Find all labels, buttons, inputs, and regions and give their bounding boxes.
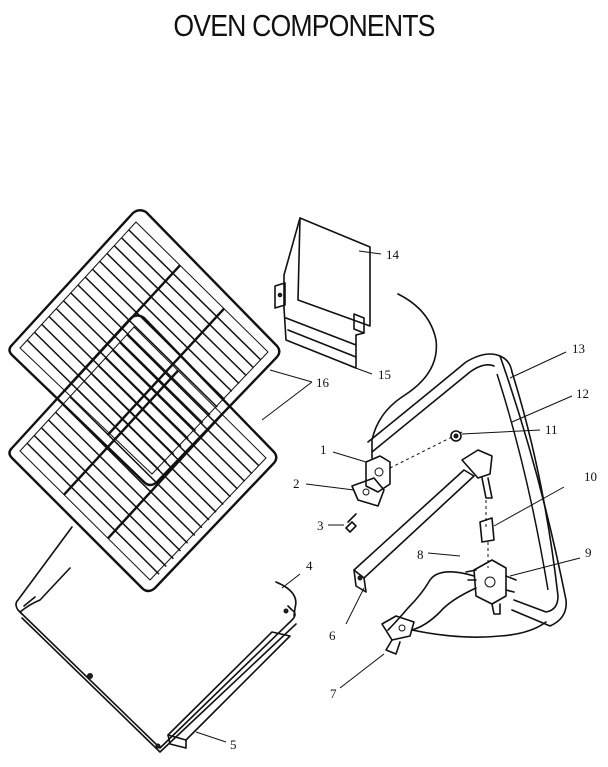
burner-tube	[367, 353, 567, 627]
leader-6	[345, 587, 365, 625]
pan-drawer-slide	[167, 631, 291, 749]
rack-wire	[55, 411, 189, 544]
leader-15	[349, 365, 373, 375]
grommet	[450, 430, 462, 442]
rack-wire	[33, 434, 167, 568]
leader-8	[427, 552, 461, 557]
callout-10: 10	[584, 469, 597, 484]
electrical-box-cover	[274, 217, 371, 334]
leader-10	[493, 486, 565, 527]
oven-rack-upper	[8, 209, 281, 487]
callout-5: 5	[230, 737, 237, 752]
oven-rack-lower	[8, 314, 278, 593]
rack-wire	[47, 419, 182, 552]
rack-wire	[62, 300, 197, 432]
rack-wire	[97, 365, 231, 498]
rack-wire	[77, 284, 211, 416]
rack-wire	[126, 334, 260, 467]
callout-8: 8	[417, 547, 424, 562]
electrical-box-base	[283, 307, 365, 369]
rack-wire	[84, 276, 218, 408]
ignitor-wire	[371, 293, 438, 459]
igniter-assembly	[461, 449, 495, 568]
leader-9	[509, 557, 581, 577]
rack-crossbar	[63, 369, 179, 496]
thermocouple-line	[387, 571, 547, 638]
rack-wire	[69, 396, 203, 529]
sensing-bulb	[496, 373, 549, 591]
callout-15: 15	[378, 367, 391, 382]
rack-wire	[106, 252, 240, 385]
burner-support-rail	[353, 469, 475, 593]
leader-11	[461, 429, 541, 435]
leader-7	[339, 653, 385, 689]
callout-16: 16	[316, 375, 330, 390]
rack-wire	[104, 357, 239, 490]
callout-14: 14	[386, 247, 400, 262]
leader-4	[281, 573, 301, 589]
valve-assembly	[365, 431, 463, 493]
rack-wire	[62, 403, 196, 537]
leader-12	[511, 395, 573, 423]
rack-wire	[83, 380, 217, 513]
callout-1: 1	[320, 442, 327, 457]
leader-14	[358, 250, 382, 255]
callout-3: 3	[317, 518, 324, 533]
leader-5	[195, 731, 227, 743]
screw	[345, 513, 357, 533]
rack-wire	[26, 442, 160, 575]
callout-11: 11	[545, 422, 558, 437]
callout-13: 13	[572, 341, 585, 356]
mounting-bracket	[351, 477, 385, 507]
callout-6: 6	[329, 628, 336, 643]
orifice-fitting	[381, 615, 415, 655]
rack-wire	[90, 372, 224, 506]
rack-wire	[112, 349, 246, 482]
callout-9: 9	[585, 545, 592, 560]
leader-13	[509, 351, 567, 379]
callout-2: 2	[293, 476, 300, 491]
leader-1	[332, 451, 367, 463]
rack-wire	[40, 427, 174, 560]
rack-wire	[128, 229, 262, 361]
safety-valve	[465, 559, 517, 615]
callout-7: 7	[330, 686, 337, 701]
leader-2	[305, 483, 355, 491]
rack-crossbar	[107, 413, 223, 540]
callout-12: 12	[576, 386, 589, 401]
page-title: OVEN COMPONENTS	[173, 8, 435, 43]
rack-wire	[113, 245, 247, 377]
rack-wire	[120, 237, 255, 369]
rack-wire	[76, 388, 210, 521]
rack-wire	[99, 260, 233, 392]
rack-wire	[70, 292, 204, 424]
callout-4: 4	[306, 558, 313, 573]
leader-16	[261, 369, 313, 421]
broiler-pan	[15, 526, 297, 753]
rack-wire	[119, 341, 253, 475]
rack-crossbar	[107, 307, 225, 436]
